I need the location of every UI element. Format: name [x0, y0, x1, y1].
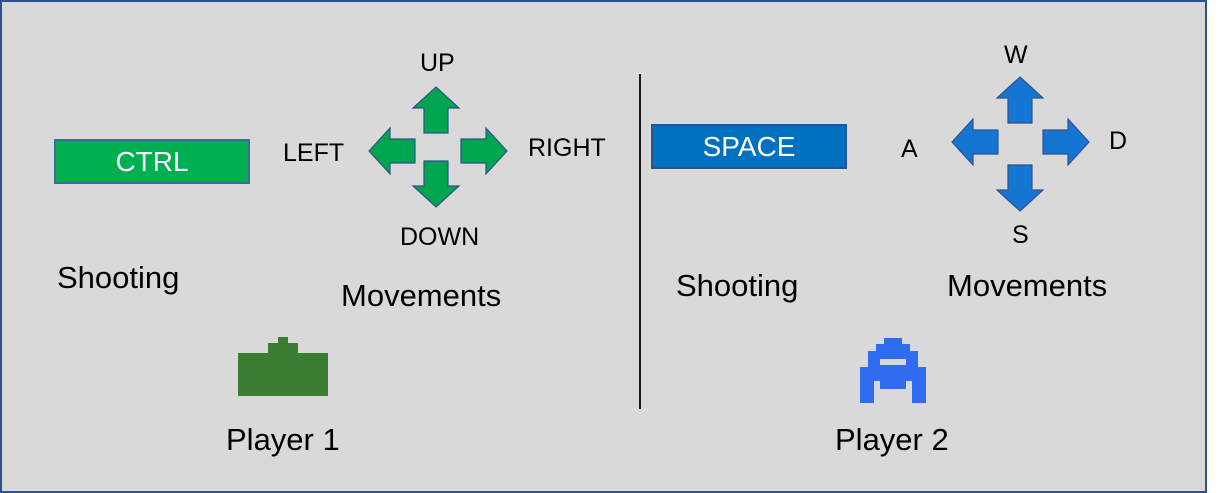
p2-shooting-label: Shooting — [676, 268, 799, 303]
p2-left-label: A — [901, 135, 918, 163]
p1-ctrl-key-label: CTRL — [115, 145, 189, 177]
p2-arrow-down-icon — [995, 164, 1045, 212]
p1-arrow-down-icon — [411, 160, 461, 208]
p2-movements-label: Movements — [947, 268, 1108, 303]
p2-space-key: SPACE — [651, 124, 847, 169]
p1-arrow-up-icon — [411, 86, 461, 134]
space-invader-icon — [860, 338, 926, 403]
p1-up-label: UP — [420, 49, 455, 77]
p1-arrow-right-icon — [460, 126, 508, 176]
p2-down-label: S — [1012, 221, 1029, 249]
tank-icon — [238, 337, 328, 396]
p2-arrow-up-icon — [995, 76, 1045, 124]
p1-ctrl-key: CTRL — [54, 139, 250, 184]
player-divider — [639, 74, 641, 409]
p2-arrow-left-icon — [951, 117, 999, 167]
p1-arrow-left-icon — [368, 126, 416, 176]
p2-right-label: D — [1109, 127, 1128, 155]
p1-shooting-label: Shooting — [57, 260, 180, 295]
p2-arrow-right-icon — [1042, 117, 1090, 167]
p2-up-label: W — [1004, 41, 1028, 69]
player1-name: Player 1 — [226, 422, 340, 457]
p1-left-label: LEFT — [283, 139, 345, 167]
p1-right-label: RIGHT — [528, 134, 606, 162]
p2-space-key-label: SPACE — [702, 130, 796, 162]
p1-down-label: DOWN — [400, 223, 480, 251]
p1-movements-label: Movements — [341, 278, 502, 313]
player2-name: Player 2 — [835, 422, 949, 457]
